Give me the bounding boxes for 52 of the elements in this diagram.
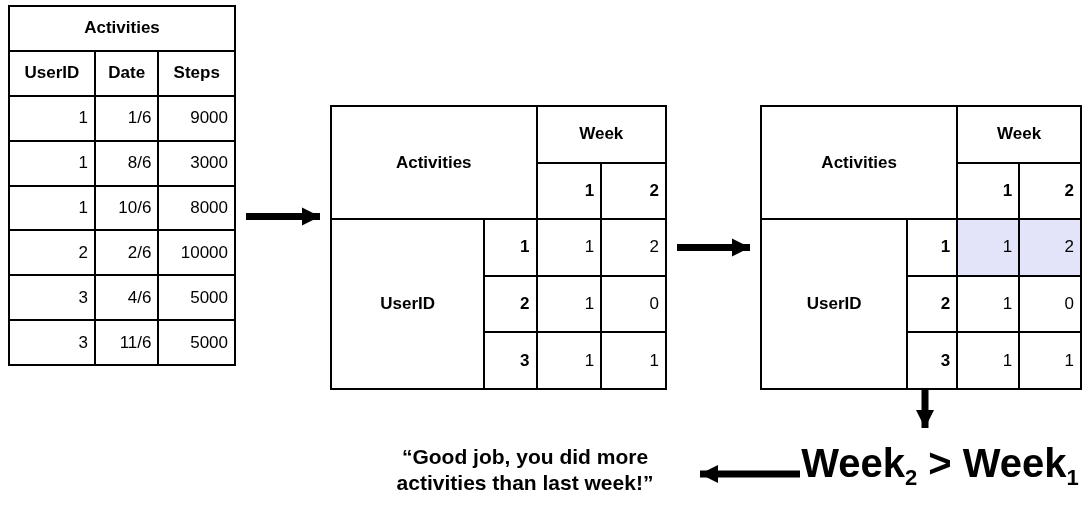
- table-title: Activities: [9, 6, 235, 51]
- table-cell: 8000: [158, 185, 235, 231]
- table-cell: 0: [601, 275, 666, 333]
- table-cell: 1: [9, 140, 95, 186]
- table-title: Activities: [761, 106, 958, 220]
- row-header: 1: [484, 219, 537, 276]
- row-header: UserID: [761, 219, 908, 389]
- table-cell: 3000: [158, 140, 235, 186]
- table-cell: 1: [536, 332, 602, 389]
- column-header: Week: [536, 106, 666, 163]
- table-cell: 1: [536, 275, 602, 333]
- column-header: Date: [94, 50, 159, 96]
- data-table: [8, 5, 236, 366]
- table-cell: 1: [957, 332, 1020, 389]
- table-cell: 1: [1019, 332, 1081, 389]
- row-header: 3: [484, 332, 537, 389]
- table-cell: 5000: [158, 320, 235, 365]
- column-header: Week: [957, 106, 1081, 163]
- table-cell: 11/6: [94, 320, 159, 365]
- table-cell: 0: [1019, 275, 1081, 333]
- table-title: Activities: [331, 106, 537, 220]
- table-cell: 1: [601, 332, 666, 389]
- table-cell: 2: [9, 230, 95, 276]
- row-header: 2: [484, 275, 537, 333]
- column-header: 2: [601, 162, 666, 220]
- row-header: UserID: [331, 219, 485, 389]
- pivot-table: [760, 105, 1082, 390]
- table-cell: 2/6: [94, 230, 159, 276]
- pivot-table: [330, 105, 667, 390]
- column-header: UserID: [9, 50, 95, 96]
- column-header: 1: [536, 162, 602, 220]
- column-header: Steps: [158, 50, 235, 96]
- table-cell: 4/6: [94, 275, 159, 321]
- table-cell: 3: [9, 275, 95, 321]
- table-cell: 1: [957, 275, 1020, 333]
- feedback-message: “Good job, you did more activities than last week!”: [360, 436, 690, 504]
- row-header: 3: [907, 332, 958, 389]
- table-cell: 1: [957, 219, 1020, 276]
- table-cell: 2: [1019, 219, 1081, 276]
- row-header: 2: [907, 275, 958, 333]
- comparison-text: Week$_{2}$ > Week$_{1}$: [800, 428, 1080, 504]
- table-cell: 5000: [158, 275, 235, 321]
- table-cell: 3: [9, 320, 95, 365]
- table-cell: 2: [601, 219, 666, 276]
- table-cell: 8/6: [94, 140, 159, 186]
- table-cell: 10/6: [94, 185, 159, 231]
- table-cell: 10000: [158, 230, 235, 276]
- table-cell: 1: [9, 95, 95, 141]
- table-cell: 1/6: [94, 95, 159, 141]
- table-cell: 1: [536, 219, 602, 276]
- table-cell: 9000: [158, 95, 235, 141]
- table-cell: 1: [9, 185, 95, 231]
